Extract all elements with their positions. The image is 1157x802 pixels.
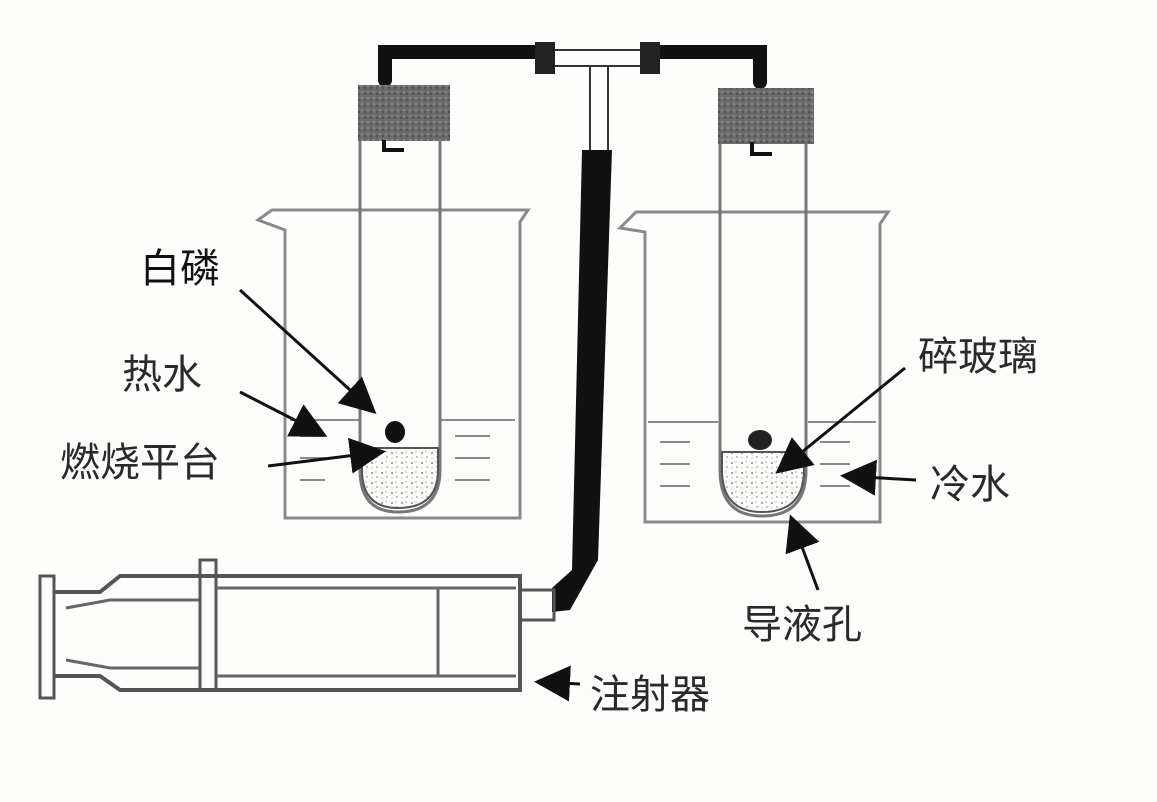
label-drain-hole: 导液孔 [742, 602, 862, 648]
combustion-platform-gravel [361, 447, 439, 510]
connecting-tubing [378, 42, 767, 612]
arrow-platform-icon [267, 437, 386, 474]
label-combustion-platform: 燃烧平台 [60, 440, 220, 486]
arrow-drain-hole-icon [785, 514, 820, 591]
label-cold-water: 冷水 [930, 462, 1010, 508]
label-white-phosphorus: 白磷 [140, 246, 220, 292]
arrow-cold-water-icon [840, 459, 917, 496]
left-stopper-icon [358, 85, 450, 141]
arrow-hot-water-icon [239, 390, 328, 437]
label-crushed-glass: 碎玻璃 [918, 334, 1038, 380]
label-hot-water: 热水 [122, 352, 202, 398]
left-test-tube [358, 85, 450, 514]
syringe [38, 558, 556, 700]
arrow-crushed-glass-icon [775, 366, 906, 474]
arrow-white-phosphorus-icon [238, 288, 377, 415]
right-beaker [616, 210, 891, 524]
right-test-tube [718, 88, 814, 518]
right-stopper-icon [718, 88, 814, 144]
label-syringe: 注射器 [590, 672, 710, 718]
pointer-arrows [238, 288, 917, 702]
white-phosphorus-icon [385, 421, 405, 443]
arrow-syringe-icon [534, 665, 581, 702]
